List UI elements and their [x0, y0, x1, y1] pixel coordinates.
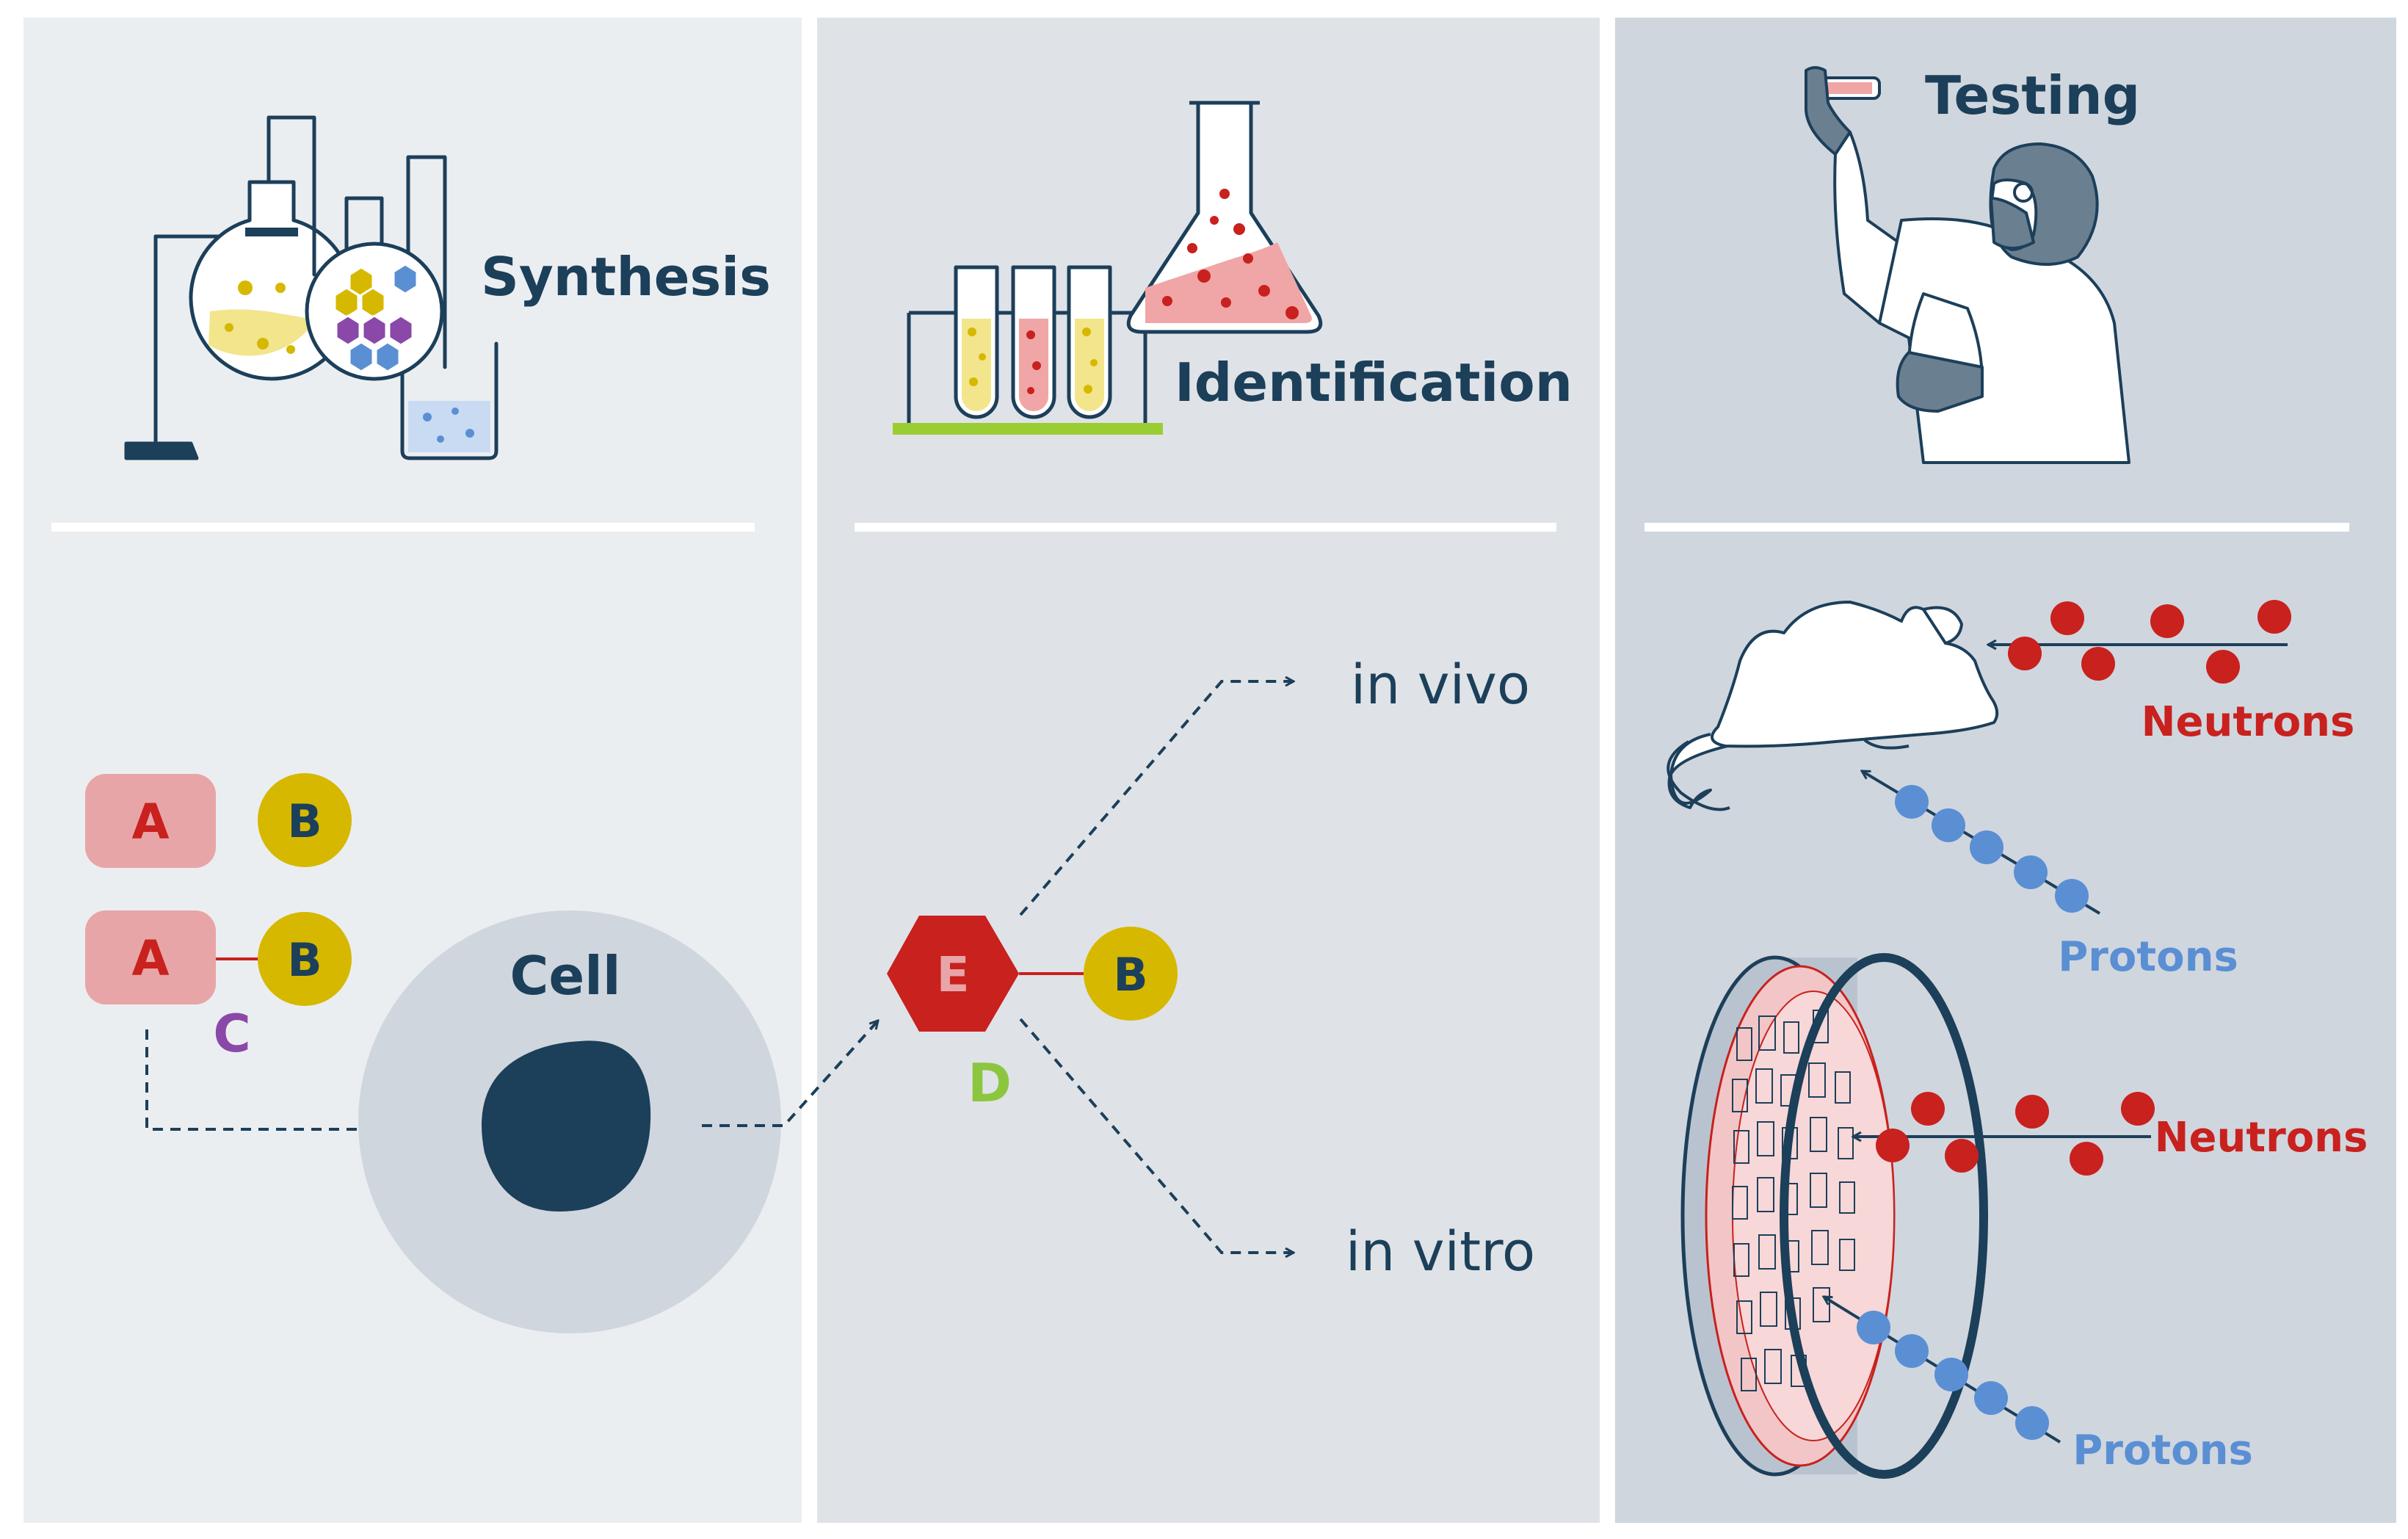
node-a2: [85, 910, 216, 1004]
arrow-in-vivo: [1019, 681, 1294, 916]
header-synthesis: Synthesis: [481, 246, 771, 308]
label-in-vitro: in vitro: [1346, 1220, 1535, 1283]
arrow-in-vitro: [1019, 1018, 1294, 1253]
label-neutrons-bottom: Neutrons: [2155, 1114, 2368, 1162]
arrow-to-cell: [145, 1029, 383, 1129]
label-protons-bottom: Protons: [2072, 1427, 2253, 1474]
node-b3-label: B: [1113, 948, 1147, 1002]
label-protons-top: Protons: [2058, 933, 2238, 981]
neutron-particles-top: [2008, 600, 2291, 684]
header-testing: Testing: [1925, 65, 2140, 126]
proton-particles-bottom: [1857, 1311, 2049, 1440]
node-b2-label: B: [287, 933, 322, 987]
node-a1-label: A: [131, 794, 169, 850]
node-b2: [258, 912, 352, 1006]
header-identification: Identification: [1175, 352, 1573, 413]
arrow-to-e: [702, 1021, 878, 1127]
cell-nucleus: [482, 1040, 651, 1212]
neutron-particles-bottom: [1876, 1092, 2155, 1176]
scientist-icon: [1805, 66, 2130, 464]
distillation-flask-icon: [124, 115, 498, 460]
node-e: [887, 916, 1019, 1032]
label-neutrons-top: Neutrons: [2142, 698, 2355, 746]
mouse-icon: [1667, 601, 1999, 811]
node-a1: [85, 774, 216, 868]
node-b3: [1084, 927, 1178, 1021]
test-tubes-flask-icon: [893, 101, 1323, 435]
node-b1: [258, 773, 352, 867]
petri-dish-icon: [1680, 953, 1988, 1479]
label-c: C: [213, 1004, 250, 1064]
cell-label: Cell: [509, 945, 620, 1007]
label-d: D: [968, 1052, 1012, 1114]
node-b1-label: B: [287, 794, 322, 848]
node-e-label: E: [936, 946, 969, 1003]
label-in-vivo: in vivo: [1351, 653, 1530, 717]
proton-particles-top: [1895, 785, 2089, 913]
node-a2-label: A: [131, 930, 169, 987]
